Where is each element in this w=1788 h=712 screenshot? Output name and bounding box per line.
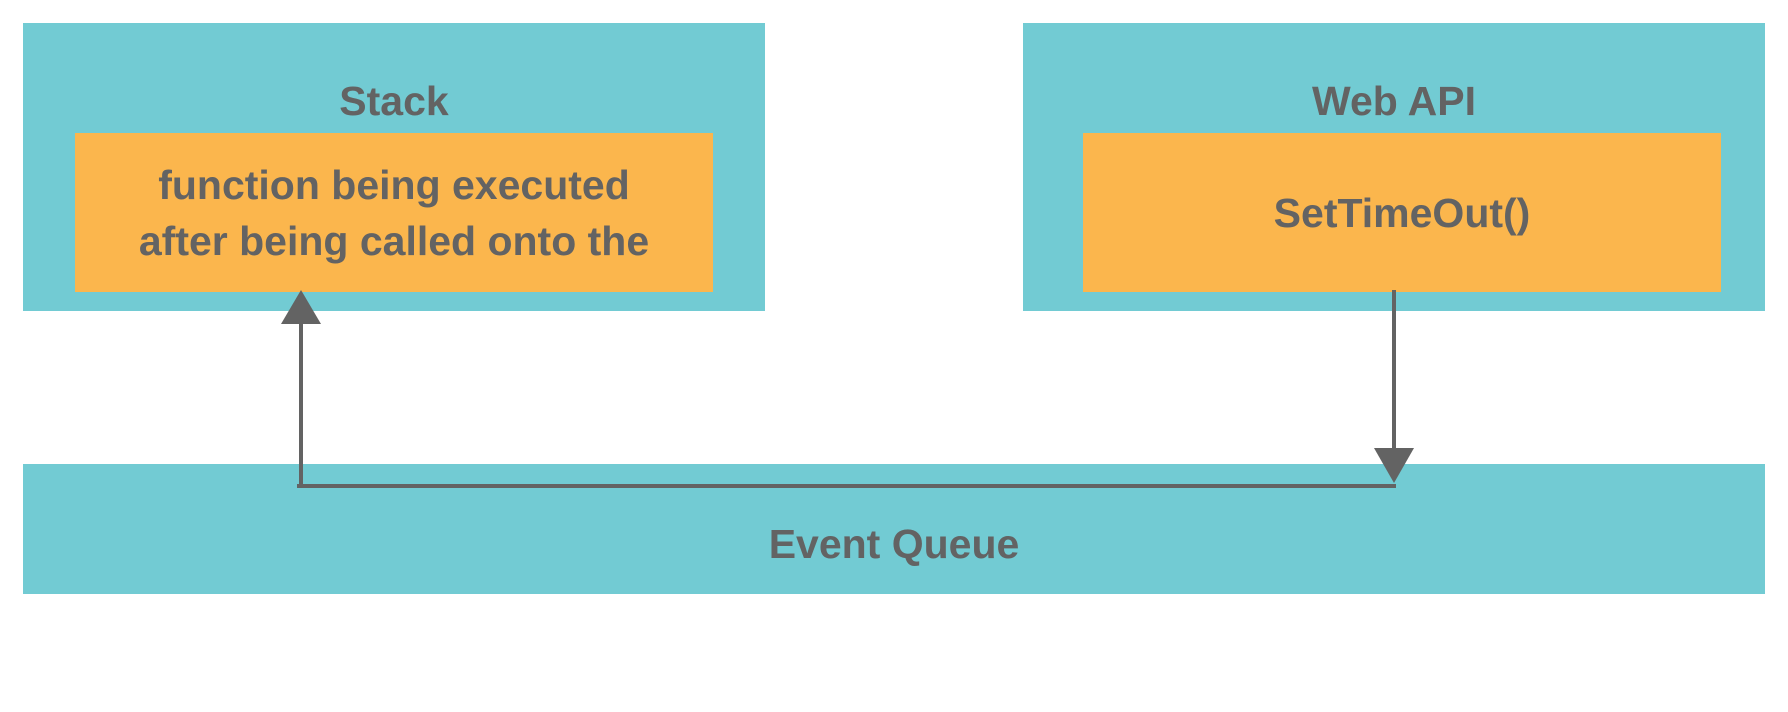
- stack-panel: Stack function being executed after bein…: [23, 23, 765, 311]
- stack-content-text: function being executed after being call…: [138, 161, 650, 264]
- web-api-panel: Web API SetTimeOut(): [1023, 23, 1765, 311]
- event-queue-panel: Event Queue: [23, 464, 1765, 594]
- stack-title: Stack: [339, 78, 449, 124]
- stack-content-box: function being executed after being call…: [75, 133, 713, 292]
- web-api-content-text: SetTimeOut(): [1273, 189, 1531, 236]
- web-api-content-box: SetTimeOut(): [1083, 133, 1721, 292]
- web-api-title: Web API: [1311, 78, 1477, 124]
- event-queue-title: Event Queue: [768, 521, 1020, 567]
